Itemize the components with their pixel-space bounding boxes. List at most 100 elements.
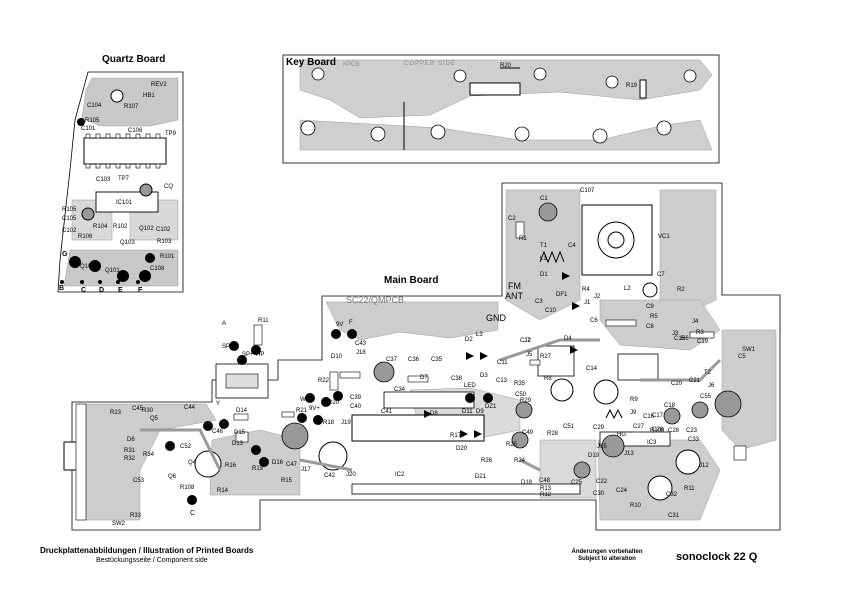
label-r28: R28 (547, 431, 559, 437)
label-r8: R8 (544, 376, 552, 382)
footer-notice: Änderungen vorbehalten Subject to altera… (563, 549, 651, 563)
label-c102: C102 (156, 227, 171, 233)
label-a: A (222, 321, 227, 327)
label-r11: R11 (684, 486, 695, 492)
label-c6: C6 (590, 318, 598, 324)
label-d18: D18 (521, 480, 533, 486)
label-c46: C46 (212, 429, 224, 435)
label-r4: R4 (582, 287, 590, 293)
label-j19: J19 (341, 420, 351, 426)
label-l1: L1 (540, 256, 547, 262)
label-l3: L3 (476, 332, 483, 338)
label-c50: C50 (515, 392, 527, 398)
label-r107: R107 (124, 104, 139, 110)
label-r35: R35 (514, 381, 526, 387)
label-j7: J7 (524, 338, 531, 344)
label-c17: C17 (652, 413, 664, 419)
label-q102: Q102 (139, 226, 154, 232)
label-r22: R22 (318, 378, 330, 384)
label-c29: C29 (593, 425, 605, 431)
label-c35: C35 (431, 357, 443, 363)
label-r29: R29 (520, 398, 532, 404)
label-d2: D2 (465, 337, 473, 343)
label-c10: C10 (545, 308, 557, 314)
label-q6: Q6 (168, 474, 177, 480)
label-d6: D6 (127, 437, 135, 443)
label-r13: R13 (540, 486, 552, 492)
label-c53: C53 (133, 478, 145, 484)
label-ic3: IC3 (647, 440, 657, 446)
label-t2: T2 (704, 370, 712, 376)
label-c34: C34 (394, 387, 406, 393)
label-r3: R3 (696, 330, 704, 336)
label-d20: D20 (456, 446, 468, 452)
label-rev2: REV2 (151, 82, 167, 88)
label-c26: C26 (652, 427, 664, 433)
label-sp-minus: SP- (222, 344, 233, 350)
label-r10: R10 (630, 503, 642, 509)
label-c12: C12 (520, 338, 532, 344)
label-j5: J5 (526, 352, 533, 358)
label-c20: C20 (671, 381, 683, 387)
label-c102-left: C102 (62, 228, 77, 234)
label-c106: C106 (128, 128, 143, 134)
label-j3: J3 (672, 331, 679, 337)
label-ic101: IC101 (116, 200, 133, 206)
label-ic2: IC2 (395, 472, 405, 478)
label-copper-side: COPPER SIDE (404, 61, 457, 67)
label-j9: J9 (630, 410, 637, 416)
label-r18: R18 (323, 420, 335, 426)
label-l2: L2 (624, 286, 631, 292)
label-c40: C40 (350, 404, 362, 410)
label-d19: D19 (588, 453, 600, 459)
label-q4: Q4 (188, 460, 197, 466)
label-j18: J18 (356, 350, 366, 356)
label-r103: R103 (157, 239, 172, 245)
label-c28: C28 (668, 428, 680, 434)
label-d9: D9 (476, 409, 484, 415)
label-r23: R23 (110, 410, 122, 416)
label-c18: C18 (664, 403, 676, 409)
label-r32: R32 (124, 456, 136, 462)
label-hp: HP (256, 352, 265, 358)
label-r24: R24 (514, 458, 526, 464)
label-r105: R105 (62, 207, 77, 213)
label-c9: C9 (646, 304, 654, 310)
label-r102: R102 (113, 224, 128, 230)
label-c101: C101 (81, 126, 96, 132)
label-c44: C44 (184, 405, 196, 411)
label-c107: C107 (580, 188, 595, 194)
label-c16: C16 (643, 414, 655, 420)
label-r17: R17 (450, 433, 462, 439)
label-c31: C31 (668, 513, 680, 519)
label-c27: C27 (633, 424, 645, 430)
label-d3: D3 (480, 373, 488, 379)
label-r27: R27 (540, 354, 552, 360)
label-c108: C108 (150, 266, 165, 272)
label-c55: C55 (700, 394, 712, 400)
label-c48: C48 (539, 478, 551, 484)
label-c19: C19 (697, 339, 709, 345)
label-r16: R16 (225, 463, 237, 469)
label-d13: D13 (232, 441, 244, 447)
label-c23: C23 (686, 428, 698, 434)
label-c105: C105 (62, 216, 77, 222)
label-sw1: SW1 (742, 347, 756, 353)
label-c1: C1 (540, 196, 548, 202)
label-d14: D14 (236, 408, 248, 414)
label-t1: T1 (540, 243, 548, 249)
label-y: Y (216, 401, 221, 407)
label-j4: J4 (692, 319, 699, 325)
label-j2: J2 (594, 294, 601, 300)
label-r1: R1 (519, 236, 527, 242)
label-led: LED (464, 383, 476, 389)
label-c45: C45 (132, 406, 144, 412)
label-c33: C33 (688, 437, 700, 443)
model-name: sonoclock 22 Q (676, 551, 758, 563)
label-b: B (59, 285, 65, 292)
label-c2: C2 (508, 216, 516, 222)
label-j20: J20 (346, 472, 356, 478)
label-c7: C7 (657, 272, 665, 278)
label-d1: D1 (540, 272, 548, 278)
